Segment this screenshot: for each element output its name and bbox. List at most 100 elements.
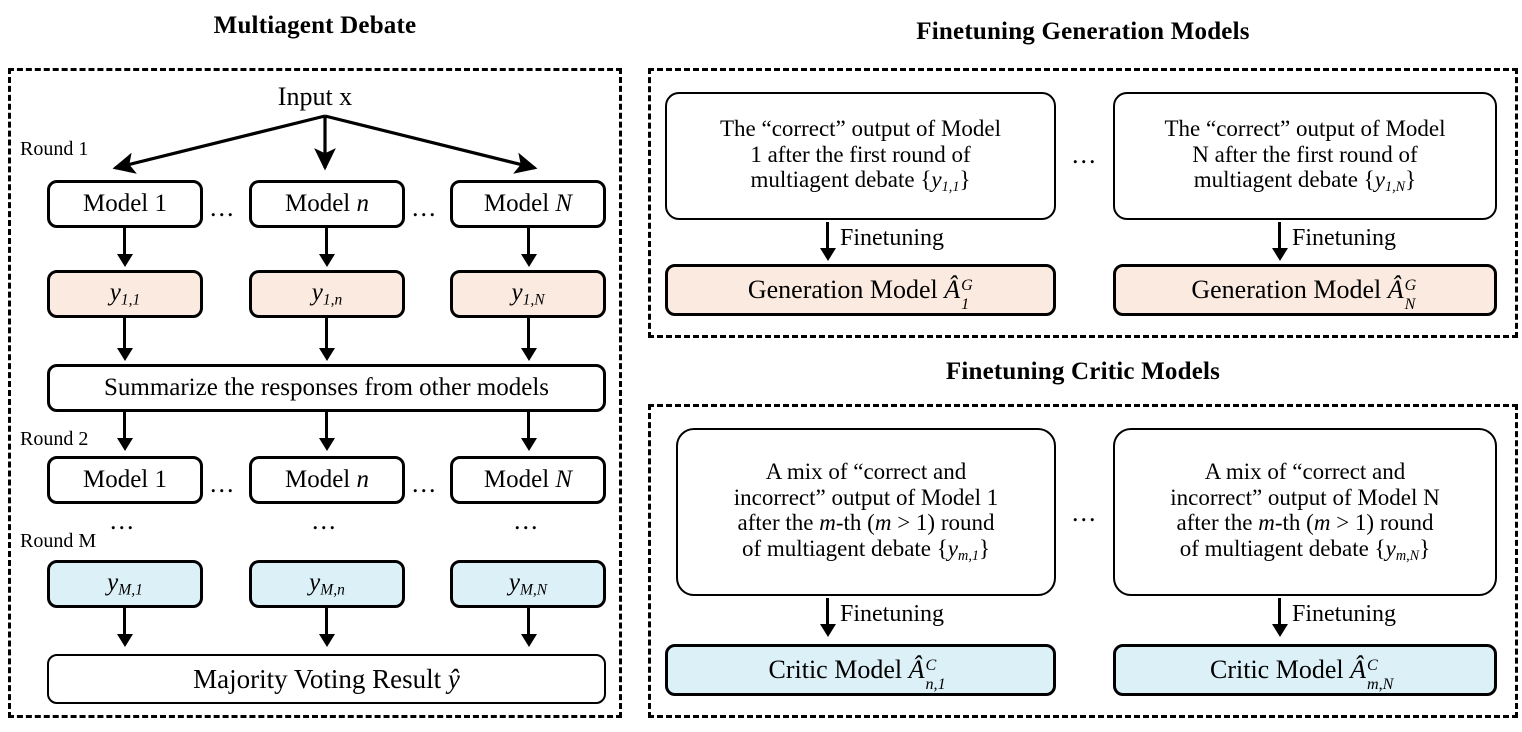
model-box-label: Model N [483, 190, 573, 217]
model-box-round2-2[interactable]: Model n [249, 456, 405, 504]
arrow-line [123, 412, 126, 442]
finetuning-generation-title: Finetuning Generation Models [916, 18, 1250, 45]
generation-source-line: multiagent debate {y1,N} [1193, 167, 1417, 196]
arrow-line [325, 608, 328, 638]
output-box-round1-3[interactable]: y1,N [450, 270, 606, 318]
model-box-label: Model 1 [82, 190, 168, 217]
model-box-round2-3[interactable]: Model N [450, 456, 606, 504]
arrow-head-icon [117, 438, 133, 451]
arrow-line [325, 318, 328, 352]
ellipsis-round1-right: ... [412, 193, 438, 222]
arrow-line [123, 318, 126, 352]
ellipsis-round2-right: ... [412, 469, 438, 498]
arrow-head-icon [820, 624, 836, 637]
ellipsis-vertical-3: ... [514, 506, 540, 535]
generation-source-line: 1 after the first round of [750, 141, 971, 167]
model-box-label: Model n [284, 190, 370, 217]
ellipsis-round2-left: ... [210, 469, 236, 498]
model-box-round2-1[interactable]: Model 1 [47, 456, 203, 504]
arrow-line [1278, 222, 1281, 252]
arrow-line [325, 412, 328, 442]
summarize-box[interactable]: Summarize the responses from other model… [47, 364, 606, 412]
output-box-label: y1,N [511, 279, 545, 309]
generation-source-line: N after the first round of [1192, 141, 1418, 167]
critic-source-line: incorrect” output of Model 1 [733, 484, 999, 510]
arrow-head-icon [319, 634, 335, 647]
model-box-round1-2[interactable]: Model n [249, 180, 405, 228]
output-box-round1-2[interactable]: y1,n [249, 270, 405, 318]
arrow-line [123, 608, 126, 638]
critic-ellipsis: ... [1072, 498, 1098, 527]
arrow-head-icon [1272, 624, 1288, 637]
arrow-head-icon [117, 348, 133, 361]
output-box-roundM-3[interactable]: yM,N [450, 560, 606, 608]
arrow-head-icon [820, 248, 836, 261]
arrow-line [527, 608, 530, 638]
round-1-label: Round 1 [20, 138, 89, 160]
output-box-roundM-2[interactable]: yM,n [249, 560, 405, 608]
generation-source-box-1[interactable]: The “correct” output of Model 1 after th… [665, 92, 1056, 220]
model-box-label: Model n [284, 466, 370, 493]
arrow-line [527, 228, 530, 258]
output-box-round1-1[interactable]: y1,1 [47, 270, 203, 318]
output-box-roundM-1[interactable]: yM,1 [47, 560, 203, 608]
output-box-label: y1,n [311, 279, 343, 309]
critic-source-line: after the m-th (m > 1) round [737, 510, 995, 536]
arrow-head-icon [521, 254, 537, 267]
ellipsis-round1-left: ... [210, 193, 236, 222]
critic-source-line: of multiagent debate {ym,N} [1179, 536, 1431, 565]
arrow-line [826, 598, 829, 628]
critic-arrow-label-2: Finetuning [1292, 601, 1397, 627]
arrow-head-icon [319, 348, 335, 361]
model-box-label: Model 1 [82, 466, 168, 493]
output-box-label: y1,1 [109, 279, 141, 309]
generation-source-line: multiagent debate {y1,1} [750, 167, 971, 196]
arrow-head-icon [521, 348, 537, 361]
arrow-line [1278, 598, 1281, 628]
model-box-round1-3[interactable]: Model N [450, 180, 606, 228]
critic-source-box-2[interactable]: A mix of “correct and incorrect” output … [1113, 428, 1497, 596]
arrow-head-icon [117, 254, 133, 267]
arrow-line [527, 318, 530, 352]
multiagent-debate-title: Multiagent Debate [213, 12, 417, 39]
generation-source-line: The “correct” output of Model [1164, 115, 1446, 141]
critic-source-line: after the m-th (m > 1) round [1176, 510, 1434, 536]
generation-source-line: The “correct” output of Model [720, 115, 1001, 141]
ellipsis-vertical-2: ... [312, 506, 338, 535]
majority-voting-label: Majority Voting Result ŷ [193, 663, 460, 694]
arrow-line [325, 228, 328, 258]
arrow-line [826, 222, 829, 252]
multiagent-debate-panel [8, 68, 622, 718]
finetuning-generation-panel [648, 68, 1518, 338]
majority-voting-box[interactable]: Majority Voting Result ŷ [47, 654, 606, 704]
arrow-head-icon [319, 438, 335, 451]
generation-arrow-label-1: Finetuning [840, 225, 945, 251]
summarize-label: Summarize the responses from other model… [103, 374, 550, 401]
critic-arrow-label-1: Finetuning [840, 601, 945, 627]
model-box-label: Model N [483, 466, 573, 493]
round-m-label: Round M [20, 530, 97, 552]
finetuning-critic-panel [648, 404, 1518, 718]
output-box-label: yM,N [508, 569, 548, 599]
critic-source-line: incorrect” output of Model N [1170, 484, 1440, 510]
finetuning-critic-title: Finetuning Critic Models [945, 358, 1221, 385]
round-2-label: Round 2 [20, 428, 89, 450]
input-label: Input x [277, 82, 353, 111]
arrow-line [527, 412, 530, 442]
model-box-round1-1[interactable]: Model 1 [47, 180, 203, 228]
generation-ellipsis: ... [1072, 140, 1098, 169]
arrow-head-icon [521, 634, 537, 647]
critic-source-line: A mix of “correct and [1204, 458, 1406, 484]
arrow-head-icon [521, 438, 537, 451]
generation-source-box-2[interactable]: The “correct” output of Model N after th… [1113, 92, 1497, 220]
arrow-head-icon [319, 254, 335, 267]
ellipsis-vertical-1: ... [110, 506, 136, 535]
critic-source-box-1[interactable]: A mix of “correct and incorrect” output … [676, 428, 1056, 596]
